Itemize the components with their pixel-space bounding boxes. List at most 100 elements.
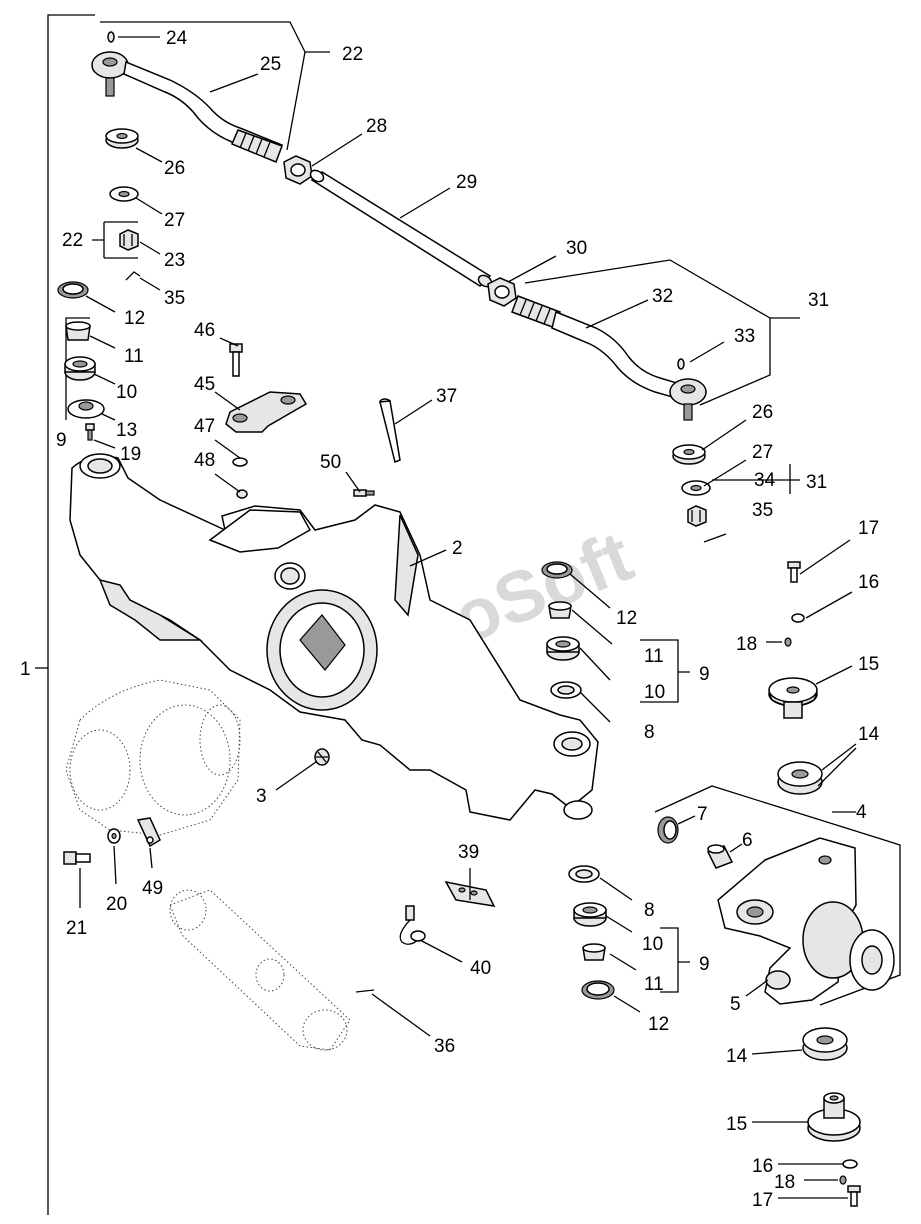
washer-16-lower	[842, 1159, 858, 1169]
callout-16-upper: 16	[858, 572, 879, 593]
drive-shaft-dotted	[169, 889, 351, 1051]
callout-9-right-upper: 9	[699, 664, 710, 685]
cotter-pin-35-left	[125, 271, 141, 281]
callout-48: 48	[194, 450, 215, 471]
seal-12-right-lower	[581, 980, 615, 1000]
callout-20: 20	[106, 894, 127, 915]
callout-27-right: 27	[752, 442, 773, 463]
part-13	[67, 399, 105, 419]
callout-2: 2	[452, 538, 463, 559]
callout-14-lower: 14	[726, 1046, 748, 1067]
callout-27-left: 27	[164, 210, 185, 231]
tie-rod-end-25	[91, 51, 283, 163]
bolt-46	[229, 343, 243, 377]
bolt-21	[63, 851, 91, 865]
washer-20	[107, 828, 121, 844]
seal-7	[657, 816, 679, 844]
callout-50: 50	[320, 452, 341, 473]
differential-dotted	[65, 679, 241, 836]
bracket-lines	[35, 14, 901, 1215]
callout-12-right-lower: 12	[648, 1014, 669, 1035]
callout-35-left: 35	[164, 288, 185, 309]
washer-27-right	[681, 480, 711, 496]
callout-31-right: 31	[806, 472, 827, 493]
washer-8-upper	[550, 681, 582, 699]
callout-21: 21	[66, 918, 87, 939]
callout-11-left: 11	[124, 346, 144, 367]
pin-18-lower	[839, 1175, 847, 1185]
callout-25: 25	[260, 54, 281, 75]
callout-37: 37	[436, 386, 457, 407]
callout-26-right: 26	[752, 402, 773, 423]
bolt-19	[85, 423, 95, 441]
plug-3	[314, 748, 330, 766]
seal-12-left	[57, 281, 89, 299]
shim-14-lower	[802, 1027, 848, 1061]
washer-27-left	[109, 186, 139, 202]
grease-nipple-33	[677, 358, 685, 370]
callout-9-left: 9	[56, 430, 67, 451]
leader-lines	[79, 73, 857, 1199]
callout-22-top: 22	[342, 44, 363, 65]
cotter-pin-35-right	[703, 533, 727, 543]
callout-36: 36	[434, 1036, 455, 1057]
callout-4: 4	[856, 802, 867, 823]
callout-18-upper: 18	[736, 634, 757, 655]
callout-7: 7	[697, 804, 708, 825]
callout-9-right-lower: 9	[699, 954, 710, 975]
axle-housing-2	[69, 453, 599, 821]
seal-26-right	[672, 444, 706, 465]
callout-47: 47	[194, 416, 215, 437]
bracket-45	[225, 391, 308, 433]
callout-10-right-lower: 10	[642, 934, 663, 955]
bushing-6	[706, 844, 734, 869]
grease-nipple-24	[107, 31, 160, 43]
tie-rod-tube-29	[309, 169, 493, 288]
callout-11-right-lower: 11	[644, 974, 664, 995]
callout-1: 1	[20, 659, 31, 680]
nut-30	[487, 277, 517, 307]
callout-34: 34	[754, 470, 776, 491]
castle-nut-23	[119, 229, 139, 251]
callout-49: 49	[142, 878, 163, 899]
bearing-cup-10-right-lower	[573, 902, 607, 927]
washer-8-lower	[568, 865, 600, 883]
callout-17-upper: 17	[858, 518, 879, 539]
callout-40: 40	[470, 958, 491, 979]
shim-14-upper	[777, 761, 823, 795]
callout-33: 33	[734, 326, 755, 347]
callout-30: 30	[566, 238, 587, 259]
callout-5: 5	[730, 994, 741, 1015]
washer-47	[232, 457, 248, 467]
pivot-15-lower	[807, 1092, 861, 1142]
tie-rod-end-32	[511, 295, 707, 421]
bolt-50	[353, 489, 375, 497]
sensor-40	[399, 905, 426, 945]
bolt-17-lower	[847, 1185, 861, 1207]
callout-11-right-upper: 11	[644, 646, 664, 667]
pin-36	[355, 989, 375, 993]
bolt-17-upper	[787, 561, 801, 583]
bearing-cup-10-left	[64, 356, 96, 381]
callout-26-left: 26	[164, 158, 185, 179]
callout-19: 19	[120, 444, 141, 465]
washer-16-upper	[791, 613, 805, 623]
callout-13: 13	[116, 420, 137, 441]
callout-39: 39	[458, 842, 479, 863]
callout-22-left: 22	[62, 230, 83, 251]
seal-26-left	[105, 128, 139, 149]
callout-28: 28	[366, 116, 387, 137]
pin-37	[379, 398, 401, 464]
pin-18-upper	[784, 637, 792, 647]
callout-12-left: 12	[124, 308, 145, 329]
castle-nut-34	[687, 505, 707, 527]
callout-8-lower: 8	[644, 900, 655, 921]
callout-17-lower: 17	[752, 1190, 773, 1211]
callout-labels: 1 2 3 4 5 6 7 8 8 9 9 9 10 10 10 11 11 1…	[20, 28, 880, 1211]
plate-49	[136, 817, 161, 848]
pivot-15-upper	[768, 677, 818, 719]
bearing-cup-10-right-upper	[546, 636, 580, 661]
callout-3: 3	[256, 786, 267, 807]
callout-12-right-upper: 12	[616, 608, 637, 629]
